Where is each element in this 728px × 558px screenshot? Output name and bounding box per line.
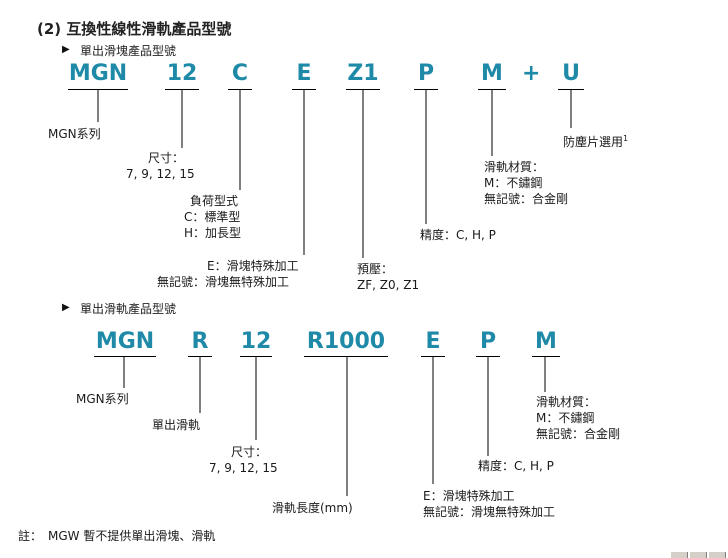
label-precision: 精度：C, H, P [420, 228, 496, 242]
label-e-line1: E：滑塊特殊加工 [423, 489, 515, 503]
code-length: R1000 [306, 329, 386, 354]
label-size-values: 7, 9, 12, 15 [209, 461, 278, 475]
underline [346, 89, 380, 90]
plus-sign: + [522, 61, 541, 86]
label-preload-values: ZF, Z0, Z1 [357, 278, 420, 292]
label-e-line1: E：滑塊特殊加工 [207, 259, 299, 273]
code-dust: U [562, 61, 580, 86]
label-material-none: 無記號：合金剛 [536, 427, 621, 441]
code-material: M [481, 61, 503, 86]
label-material-title: 滑軌材質： [536, 395, 597, 409]
code-e: E [425, 329, 441, 354]
code-series: MGN [95, 329, 155, 354]
code-precision: P [479, 329, 497, 354]
underline [414, 89, 438, 90]
label-rail: 單出滑軌 [152, 418, 201, 432]
underline [165, 89, 199, 90]
code-rail: R [191, 329, 209, 354]
underline [188, 356, 212, 357]
label-material-title: 滑軌材質： [484, 160, 545, 174]
label-e-line2: 無記號：滑塊無特殊加工 [423, 505, 556, 519]
label-precision: 精度：C, H, P [478, 459, 554, 473]
label-length: 滑軌長度(mm) [272, 501, 353, 515]
section2-heading: 單出滑軌產品型號 [80, 302, 177, 316]
underline [421, 356, 445, 357]
underline [292, 89, 316, 90]
label-load-h: H：加長型 [184, 226, 242, 240]
code-precision: P [417, 61, 435, 86]
scrollbar-button[interactable] [670, 551, 688, 558]
bullet-triangle-icon: ▶ [62, 44, 70, 55]
label-preload-title: 預壓： [357, 262, 394, 276]
underline [94, 356, 156, 357]
page-title: (2) 互換性線性滑軌產品型號 [37, 20, 232, 38]
label-series: MGN系列 [76, 392, 129, 406]
underline [558, 89, 584, 90]
underline [68, 89, 128, 90]
code-e: E [296, 61, 312, 86]
label-dust: 防塵片選用1 [563, 134, 629, 149]
scrollbar-button[interactable] [689, 551, 707, 558]
label-size-title: 尺寸： [231, 445, 268, 459]
label-material-m: M：不鏽鋼 [536, 411, 595, 425]
label-size-values: 7, 9, 12, 15 [126, 167, 195, 181]
code-preload: Z1 [347, 61, 379, 86]
label-load-title: 負荷型式 [190, 194, 239, 208]
code-size: 12 [166, 61, 198, 86]
code-load: C [231, 61, 249, 86]
underline [240, 356, 272, 357]
underline [304, 356, 388, 357]
footnote: 註： MGW 暫不提供單出滑塊、滑軌 [18, 529, 216, 543]
code-material: M [535, 329, 557, 354]
underline [478, 89, 506, 90]
code-size: 12 [240, 329, 272, 354]
bullet-triangle-icon: ▶ [62, 302, 70, 313]
underline [476, 356, 500, 357]
label-series: MGN系列 [48, 127, 101, 141]
underline [532, 356, 560, 357]
section1-heading: 單出滑塊產品型號 [80, 44, 177, 58]
label-material-m: M：不鏽鋼 [484, 176, 543, 190]
code-series: MGN [68, 61, 128, 86]
label-load-c: C：標準型 [184, 210, 241, 224]
label-e-line2: 無記號：滑塊無特殊加工 [157, 275, 290, 289]
label-material-none: 無記號：合金剛 [484, 192, 569, 206]
scrollbar-button[interactable] [708, 551, 726, 558]
label-size-title: 尺寸： [148, 151, 185, 165]
underline [228, 89, 252, 90]
